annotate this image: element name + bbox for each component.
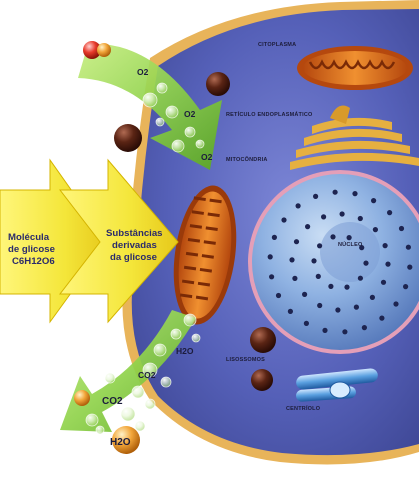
nuclear-pore xyxy=(294,239,299,244)
mitochondrion-label: MITOCÔNDRIA xyxy=(226,155,268,163)
nuclear-pore xyxy=(352,191,357,196)
nuclear-pore xyxy=(304,321,309,326)
nuclear-pore xyxy=(305,224,310,229)
nuclear-pore xyxy=(328,284,333,289)
lysosomes-label: LISOSSOMOS xyxy=(226,357,265,363)
lysosome xyxy=(251,369,273,391)
nuclear-pore xyxy=(272,235,277,240)
nuclear-pore xyxy=(363,261,368,266)
nuclear-pore xyxy=(342,329,347,334)
nuclear-pore xyxy=(362,325,367,330)
bubble xyxy=(157,83,167,93)
nuclear-pore xyxy=(371,198,376,203)
nuclear-pore xyxy=(269,274,274,279)
glucose-formula: C6H12O6 xyxy=(12,256,55,267)
bubble xyxy=(135,421,145,431)
bubble xyxy=(185,127,195,137)
lysosome xyxy=(206,72,230,96)
nuclear-pore xyxy=(406,245,411,250)
nuclear-pore xyxy=(358,216,363,221)
nuclear-pore xyxy=(383,243,388,248)
bubble xyxy=(156,118,164,126)
mitochondrion-top xyxy=(297,46,413,90)
nuclear-pore xyxy=(407,265,412,270)
nuclear-pore xyxy=(344,285,349,290)
nuclear-pore xyxy=(292,276,297,281)
nuclear-pore xyxy=(276,293,281,298)
nuclear-pore xyxy=(281,217,286,222)
nuclear-pore xyxy=(316,274,321,279)
nuclear-pore xyxy=(322,328,327,333)
bubble xyxy=(166,106,178,118)
h2o-label: H2O xyxy=(110,437,131,448)
nuclear-pore xyxy=(333,190,338,195)
derived-line1: Substâncias xyxy=(106,228,163,239)
bubble xyxy=(96,426,104,434)
h2o-label: H2O xyxy=(176,346,194,356)
co2-label: CO2 xyxy=(138,370,156,380)
o2-label: O2 xyxy=(201,152,213,162)
nuclear-pore xyxy=(373,227,378,232)
bubble xyxy=(154,344,166,356)
bubble xyxy=(171,329,181,339)
nuclear-pore xyxy=(311,258,316,263)
nuclear-pore xyxy=(296,203,301,208)
bubble xyxy=(184,314,196,326)
bubble xyxy=(121,407,135,421)
nuclear-pore xyxy=(335,307,340,312)
atom xyxy=(74,390,90,406)
nuclear-pore xyxy=(381,280,386,285)
nuclear-pore xyxy=(317,243,322,248)
nuclear-pore xyxy=(399,226,404,231)
nuclear-pore xyxy=(403,284,408,289)
o2-label: O2 xyxy=(137,67,149,77)
nuclear-pore xyxy=(347,235,352,240)
nuclear-pore xyxy=(370,295,375,300)
bubble xyxy=(132,386,144,398)
oxygen-atom xyxy=(97,43,111,57)
nuclear-pore xyxy=(317,303,322,308)
nuclear-pore xyxy=(330,234,335,239)
nuclear-pore xyxy=(288,309,293,314)
nuclear-pore xyxy=(387,210,392,215)
nuclear-pore xyxy=(302,292,307,297)
bubble xyxy=(192,334,200,342)
nucleus-label: NÚCLEO xyxy=(338,241,363,248)
nuclear-pore xyxy=(289,257,294,262)
bubble xyxy=(86,414,98,426)
nuclear-pore xyxy=(313,194,318,199)
derived-line3: da glicose xyxy=(110,252,157,263)
bubble xyxy=(145,399,155,409)
cytoplasm-label: CITOPLASMA xyxy=(258,42,296,48)
glucose-line2: de glicose xyxy=(8,244,55,255)
bubble xyxy=(143,93,157,107)
er-label: RETÍCULO ENDOPLASMÁTICO xyxy=(226,110,313,118)
centriole-label: CENTRÍOLO xyxy=(286,404,321,412)
nuclear-pore xyxy=(379,316,384,321)
nuclear-pore xyxy=(321,214,326,219)
bubble xyxy=(161,377,171,387)
bubble xyxy=(172,140,184,152)
lysosome xyxy=(114,124,142,152)
nuclear-pore xyxy=(268,254,273,259)
nuclear-pore xyxy=(393,301,398,306)
nuclear-pore xyxy=(354,305,359,310)
nuclear-pore xyxy=(340,211,345,216)
nuclear-pore xyxy=(358,276,363,281)
bubble xyxy=(105,373,115,383)
nuclear-pore xyxy=(385,262,390,267)
lysosome xyxy=(250,327,276,353)
o2-label: O2 xyxy=(184,109,196,119)
bubble xyxy=(196,140,204,148)
co2-label: CO2 xyxy=(102,396,123,407)
glucose-line1: Molécula xyxy=(8,232,50,243)
derived-line2: derivadas xyxy=(112,240,157,251)
